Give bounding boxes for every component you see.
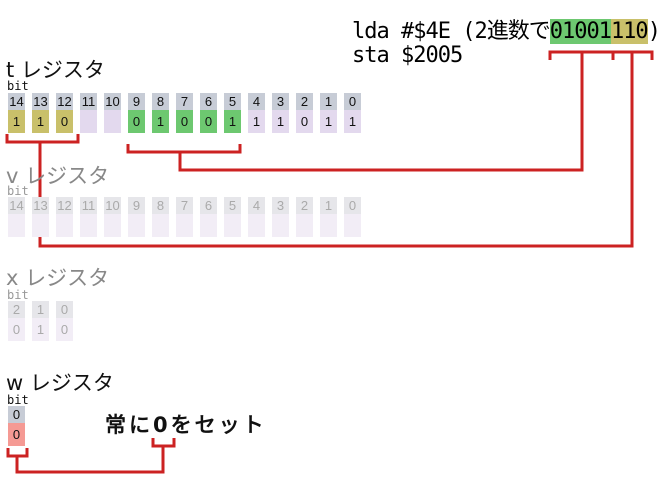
t-bit-header: 1 [320, 93, 337, 110]
t-bit-value: 0 [176, 110, 193, 133]
t-bit-header: 7 [176, 93, 193, 110]
w-bit-header: 0 [8, 406, 25, 423]
bracket-w [6, 448, 29, 458]
t-bit-header: 5 [224, 93, 241, 110]
t-bit-header: 2 [296, 93, 313, 110]
t-bit-value: 1 [272, 110, 289, 133]
code-text: lda #$4E (2進数で [352, 19, 551, 44]
v-bit-value [272, 214, 289, 237]
t-bit-value: 0 [56, 110, 73, 133]
v-bit-value [200, 214, 217, 237]
v-bit-header: 10 [104, 197, 121, 214]
t-bit-header: 3 [272, 93, 289, 110]
v-bit-value [56, 214, 73, 237]
t-bit-value: 1 [344, 110, 361, 133]
t-bit-value: 0 [200, 110, 217, 133]
v-bit-value [128, 214, 145, 237]
v-bit-label: bit [7, 184, 29, 198]
v-bit-value [176, 214, 193, 237]
v-bit-value [80, 214, 97, 237]
t-bit-header: 8 [152, 93, 169, 110]
x-bit-value: 1 [32, 318, 49, 341]
v-bit-header: 5 [224, 197, 241, 214]
v-bit-value [32, 214, 49, 237]
x-bit-value: 0 [8, 318, 25, 341]
t-bit-value: 1 [32, 110, 49, 133]
bracket-code-yellow [613, 50, 654, 60]
code-line-1: lda #$4E (2進数で01001110) [352, 13, 661, 45]
x-register-title: x レジスタ [6, 266, 110, 290]
bracket-t-fine-y-target [126, 144, 242, 154]
v-bit-header: 11 [80, 197, 97, 214]
t-bit-header: 14 [8, 93, 25, 110]
t-bit-header: 13 [32, 93, 49, 110]
v-bit-value [248, 214, 265, 237]
x-bit-value: 0 [56, 318, 73, 341]
line-yellow-to-t [38, 52, 634, 248]
v-bit-header: 13 [32, 197, 49, 214]
t-bit-header: 0 [344, 93, 361, 110]
code-line-2: sta $2005 [352, 43, 463, 68]
t-register-title: t レジスタ [6, 58, 105, 82]
v-bit-header: 6 [200, 197, 217, 214]
t-bit-header: 4 [248, 93, 265, 110]
v-bit-header: 8 [152, 197, 169, 214]
t-bit-value: 0 [128, 110, 145, 133]
v-bit-value [320, 214, 337, 237]
t-bit-header: 10 [104, 93, 121, 110]
bracket-note-zero [151, 438, 176, 448]
code-binary-yellow: 110 [610, 19, 649, 44]
x-bit-header: 2 [8, 301, 25, 318]
v-bit-value [296, 214, 313, 237]
v-bit-header: 0 [344, 197, 361, 214]
v-bit-header: 12 [56, 197, 73, 214]
v-bit-header: 2 [296, 197, 313, 214]
x-bit-header: 0 [56, 301, 73, 318]
v-bit-value [104, 214, 121, 237]
t-bit-header: 11 [80, 93, 97, 110]
line-w-to-note [15, 446, 165, 474]
v-bit-value [152, 214, 169, 237]
v-bit-header: 4 [248, 197, 265, 214]
code-text-end: ) [647, 19, 661, 44]
w-register-title: w レジスタ [6, 371, 114, 395]
bracket-t-coarse [5, 134, 80, 144]
w-bit-value: 0 [8, 423, 25, 446]
v-bit-header: 1 [320, 197, 337, 214]
t-bit-header: 9 [128, 93, 145, 110]
t-bit-value: 1 [248, 110, 265, 133]
v-bit-value [224, 214, 241, 237]
code-binary-green: 01001 [549, 19, 612, 44]
v-bit-value [344, 214, 361, 237]
v-bit-header: 7 [176, 197, 193, 214]
t-bit-label: bit [7, 79, 29, 93]
t-bit-value: 1 [224, 110, 241, 133]
v-bit-value [8, 214, 25, 237]
x-bit-label: bit [7, 288, 29, 302]
t-bit-value: 1 [152, 110, 169, 133]
line-green-to-t [178, 52, 584, 172]
v-bit-header: 14 [8, 197, 25, 214]
v-bit-header: 3 [272, 197, 289, 214]
t-bit-value: 1 [8, 110, 25, 133]
w-bit-label: bit [7, 393, 29, 407]
v-register-title: v レジスタ [6, 164, 110, 188]
t-bit-header: 6 [200, 93, 217, 110]
t-bit-value [80, 110, 97, 133]
t-bit-value: 1 [320, 110, 337, 133]
x-bit-header: 1 [32, 301, 49, 318]
t-bit-value [104, 110, 121, 133]
v-bit-header: 9 [128, 197, 145, 214]
t-bit-header: 12 [56, 93, 73, 110]
t-bit-value: 0 [296, 110, 313, 133]
note-always-zero: 常に0をセット [105, 413, 267, 437]
